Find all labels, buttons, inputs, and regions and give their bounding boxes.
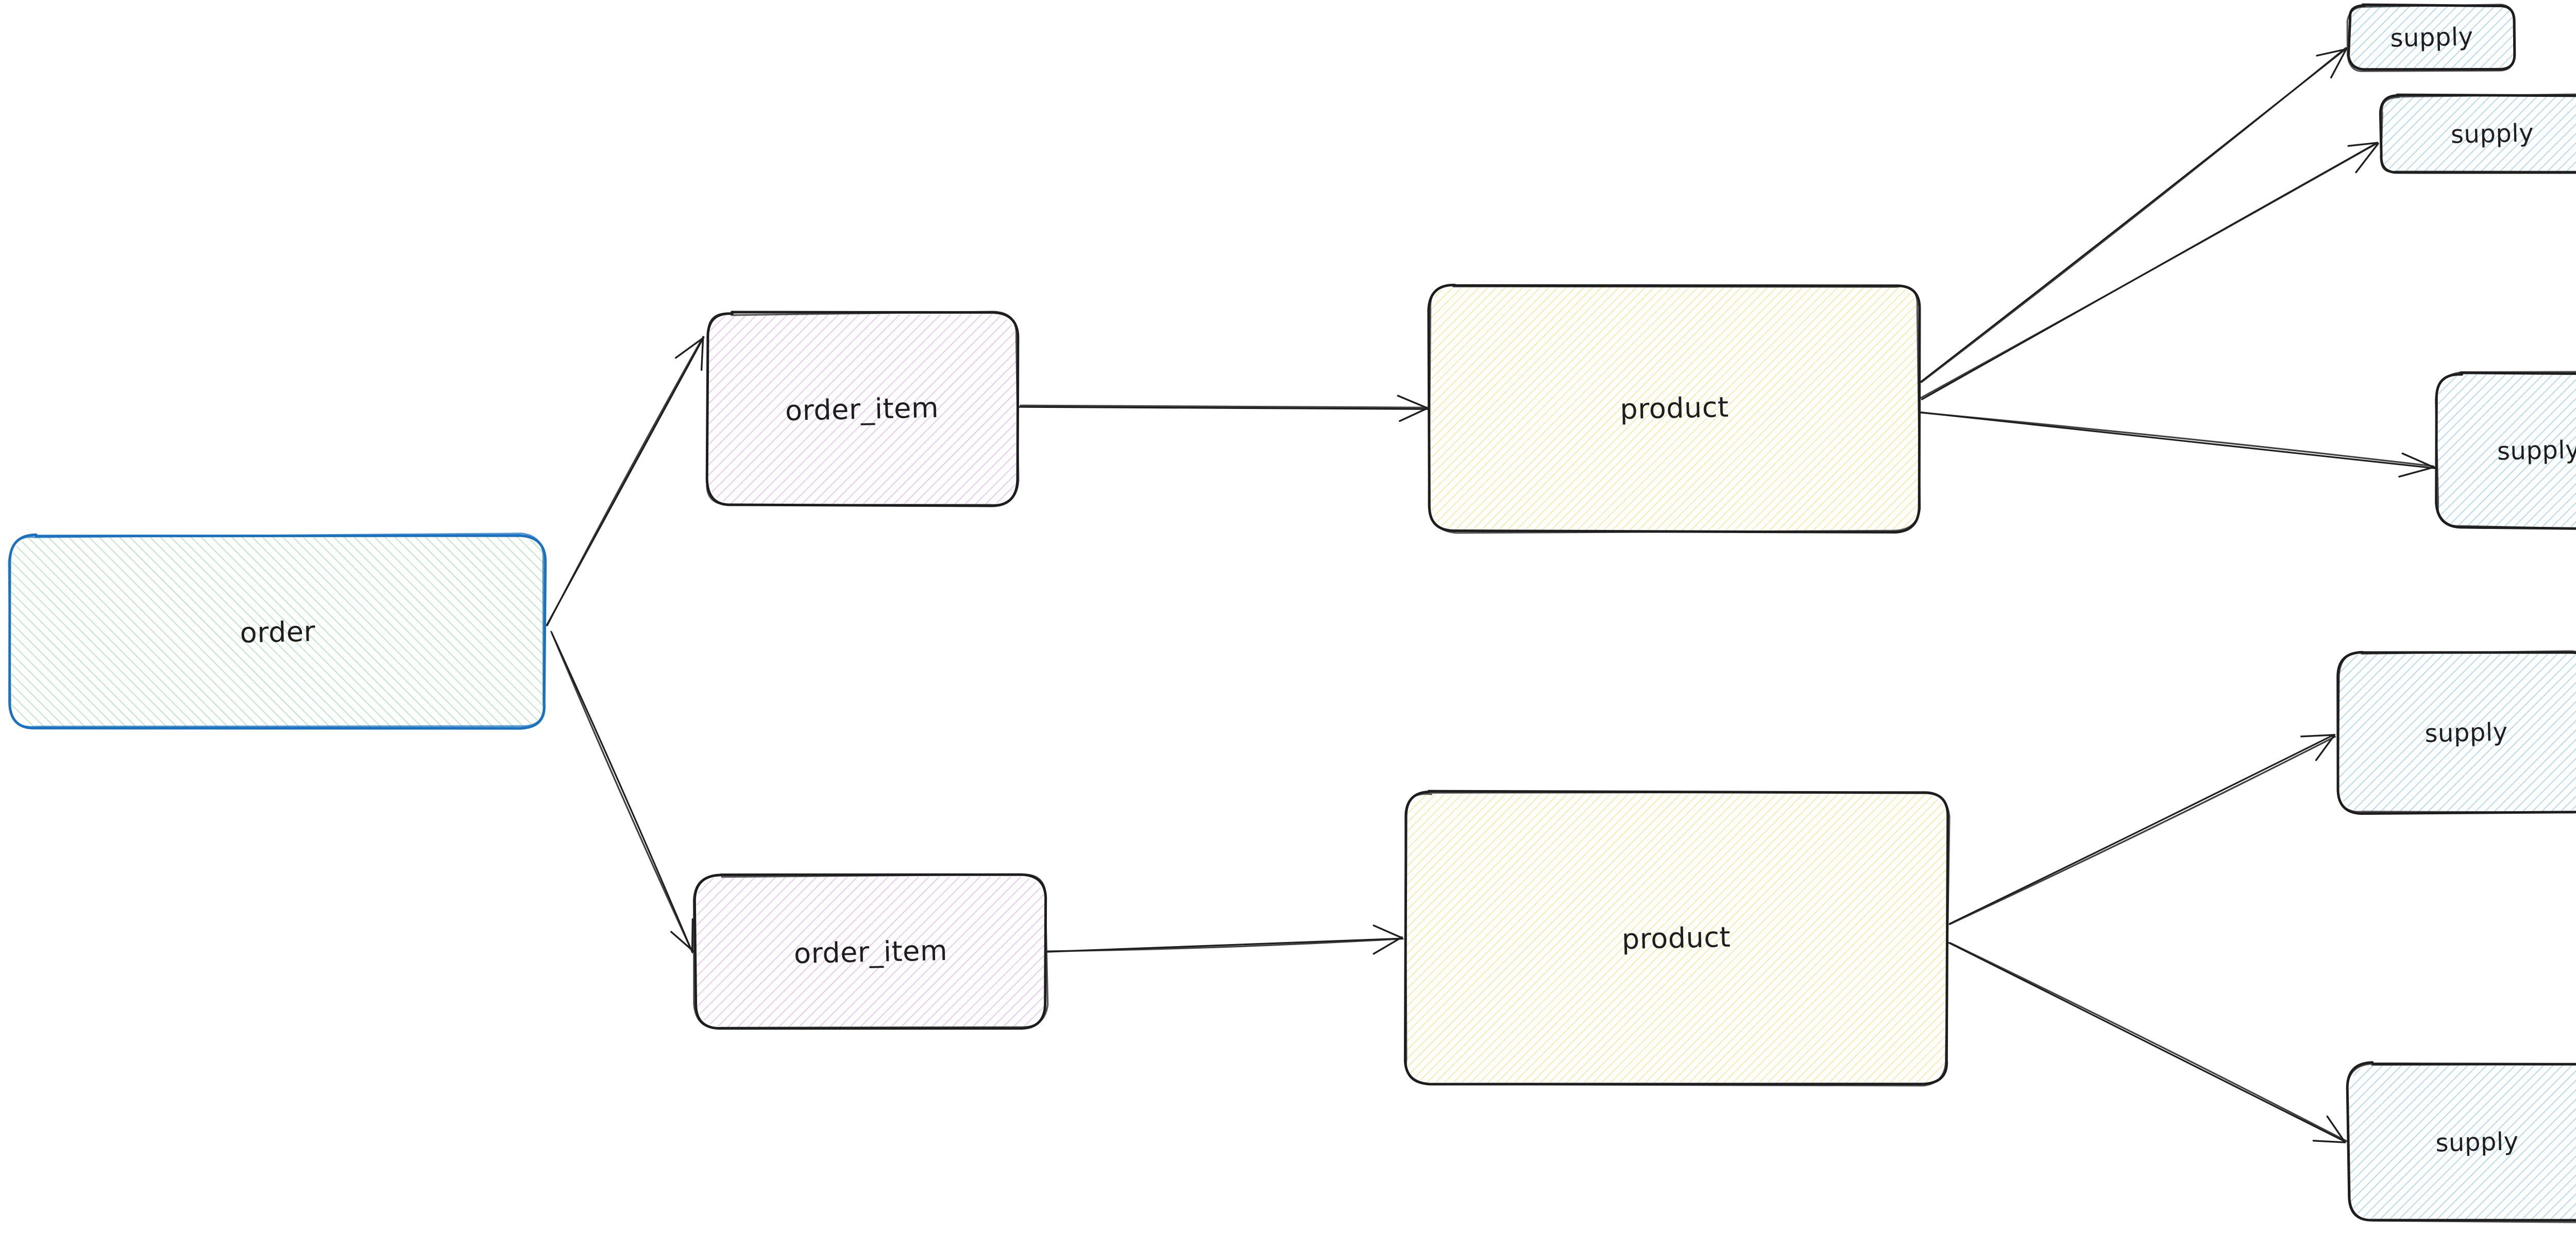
edge-arrowhead — [2355, 143, 2379, 174]
edge-arrowhead — [1372, 924, 1403, 939]
node-fill-supply_5 — [2349, 1065, 2576, 1220]
node-supply_1[interactable] — [2346, 3, 2516, 72]
edge-arrowhead — [2330, 48, 2347, 79]
node-supply_2[interactable] — [2379, 93, 2576, 174]
edge-order_item_2-to-product_2[interactable] — [1046, 924, 1404, 955]
edge-order-to-order_item_1[interactable] — [546, 336, 705, 626]
edge-arrowhead — [2300, 734, 2336, 738]
node-outline-order — [8, 533, 545, 728]
node-fill-product_1 — [1431, 286, 1918, 530]
edge-product_2-to-supply_5[interactable] — [1948, 941, 2348, 1143]
edge-arrowhead — [674, 337, 704, 359]
edge-layer — [546, 47, 2436, 1143]
node-supply_3[interactable] — [2435, 371, 2576, 530]
edge-line — [1950, 942, 2348, 1142]
node-fill-order_item_2 — [697, 877, 1045, 1027]
node-fill-order_item_1 — [708, 314, 1016, 504]
edge-arrowhead — [2315, 734, 2335, 761]
node-fill-product_2 — [1406, 793, 1946, 1083]
node-order_item_1[interactable] — [705, 311, 1020, 507]
node-supply_4[interactable] — [2336, 650, 2576, 815]
node-layer — [8, 3, 2576, 1223]
edge-line — [1020, 404, 1429, 408]
edge-order-to-order_item_2[interactable] — [550, 630, 694, 953]
edge-line — [1920, 412, 2434, 467]
edge-arrowhead — [2398, 466, 2435, 478]
edge-arrowhead — [1372, 936, 1403, 955]
edge-line — [551, 632, 693, 953]
edge-product_1-to-supply_1[interactable] — [1920, 47, 2347, 383]
edge-arrowhead — [1399, 408, 1427, 422]
edge-arrowhead — [2316, 48, 2347, 57]
node-outline-supply_1 — [2346, 4, 2515, 72]
node-order[interactable] — [8, 533, 547, 730]
node-outline-supply_2 — [2380, 93, 2576, 173]
node-fill-order — [11, 537, 544, 727]
node-product_1[interactable] — [1427, 283, 1921, 534]
edge-order_item_1-to-product_1[interactable] — [1018, 395, 1429, 422]
node-outline-order_item_1 — [706, 311, 1020, 506]
edge-arrowhead — [1397, 395, 1428, 409]
node-outline-product_1 — [1428, 284, 1921, 534]
edge-arrowhead — [2347, 142, 2378, 147]
node-fill-supply_1 — [2350, 6, 2513, 68]
edge-arrowhead — [2401, 452, 2435, 469]
edge-arrowhead — [691, 918, 694, 952]
edge-line — [1920, 412, 2436, 469]
edge-line — [1018, 406, 1429, 410]
edge-line — [1948, 941, 2346, 1143]
node-outline-supply_4 — [2337, 650, 2576, 814]
edge-arrowhead — [2312, 1140, 2346, 1143]
node-order_item_2[interactable] — [692, 873, 1049, 1030]
edge-line — [1047, 938, 1404, 952]
edge-arrowhead — [2326, 1115, 2346, 1143]
node-outline-supply_3 — [2435, 371, 2576, 529]
node-product_2[interactable] — [1403, 790, 1951, 1087]
edge-line — [1948, 735, 2336, 926]
node-fill-supply_2 — [2381, 96, 2576, 172]
node-outline-order_item_2 — [692, 874, 1049, 1029]
edge-arrowhead — [700, 336, 704, 371]
edge-line — [1948, 734, 2335, 925]
node-outline-product_2 — [1404, 791, 1951, 1087]
node-outline-supply_5 — [2347, 1063, 2576, 1223]
node-supply_5[interactable] — [2346, 1061, 2576, 1223]
edge-product_2-to-supply_4[interactable] — [1948, 734, 2336, 926]
edge-product_1-to-supply_2[interactable] — [1920, 142, 2379, 400]
edge-line — [1921, 47, 2347, 383]
edge-arrowhead — [670, 931, 694, 952]
edge-line — [546, 337, 703, 626]
edge-line — [550, 630, 692, 952]
edge-product_1-to-supply_3[interactable] — [1920, 412, 2436, 478]
node-fill-supply_3 — [2438, 374, 2576, 527]
node-fill-supply_4 — [2338, 654, 2576, 812]
edge-line — [1920, 143, 2377, 399]
node-outline-supply_2 — [2379, 93, 2576, 174]
